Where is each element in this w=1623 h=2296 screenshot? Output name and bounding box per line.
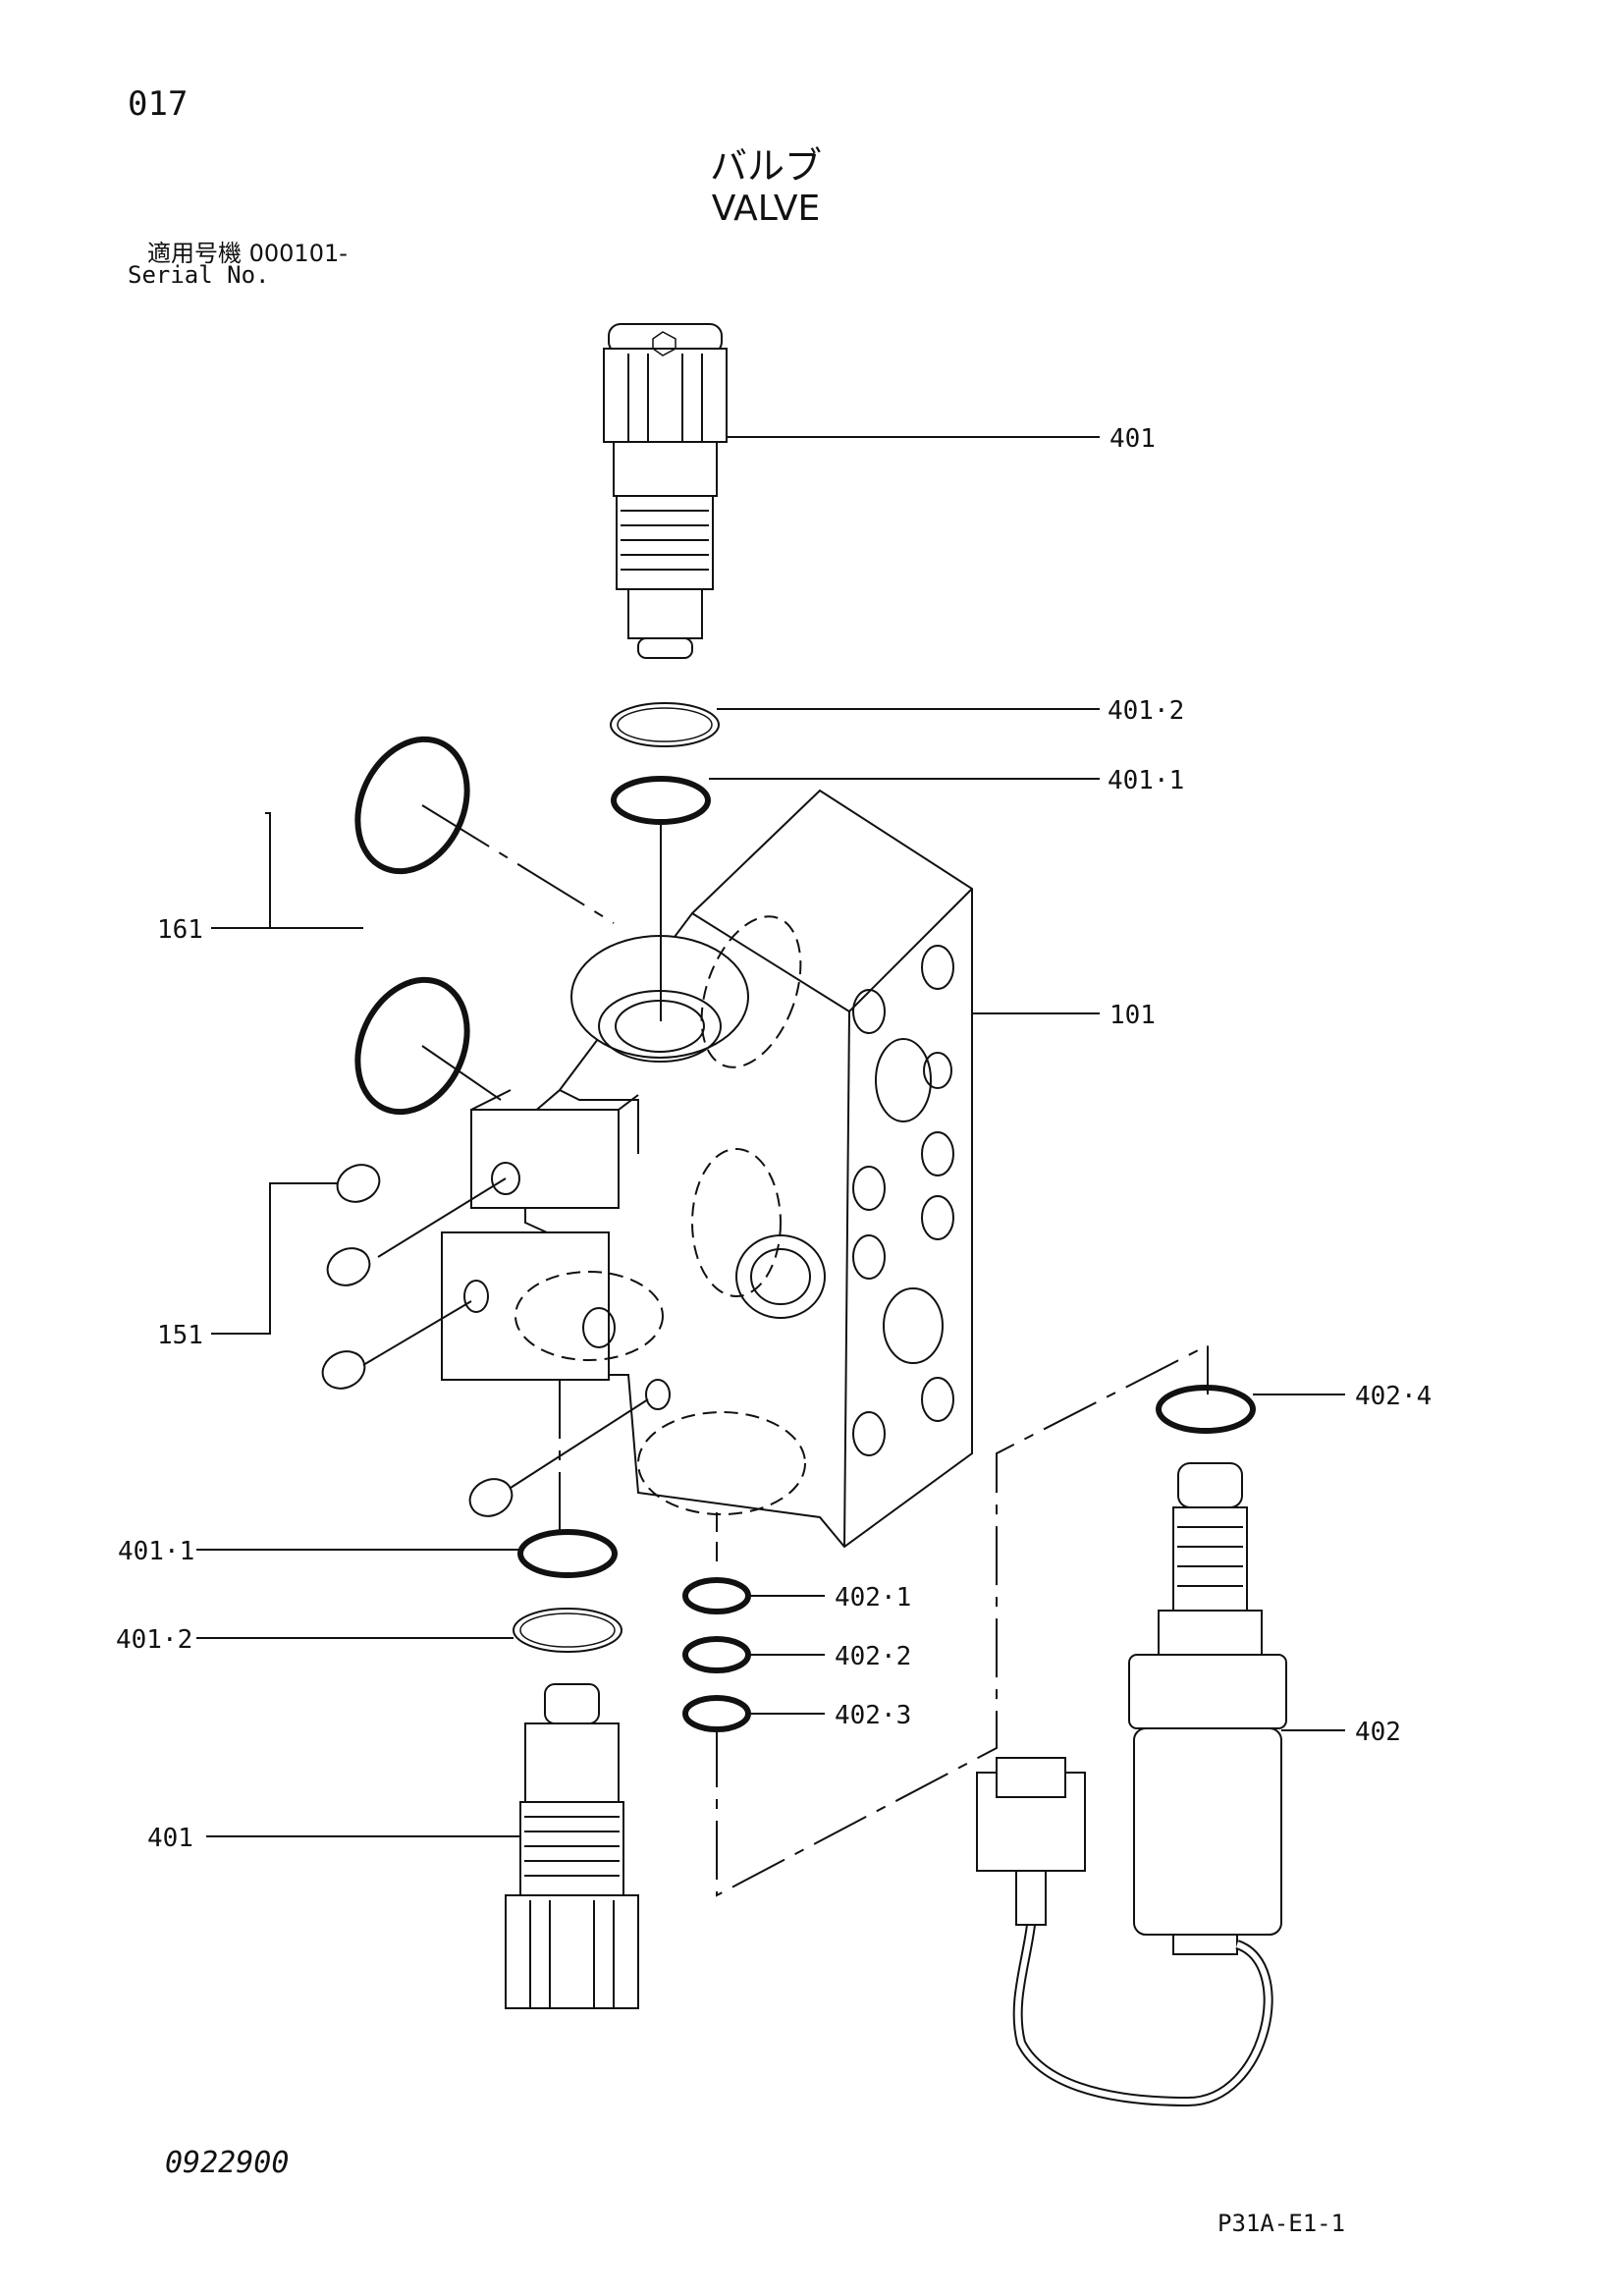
callout-401-2-top: 401·2	[1108, 696, 1184, 726]
relief-valve-bottom	[505, 1683, 639, 2009]
page-title-jp: バルブ	[709, 144, 822, 188]
sheet-code: P31A-E1-1	[1217, 2210, 1346, 2237]
callout-402-1: 402·1	[835, 1583, 911, 1613]
drawing-number: 0922900	[165, 2146, 290, 2180]
page-title: VALVE	[711, 189, 821, 229]
callout-402-2: 402·2	[835, 1642, 911, 1671]
callout-101: 101	[1109, 1001, 1156, 1030]
solenoid-valve	[976, 1462, 1287, 2107]
page-number: 017	[128, 84, 189, 124]
callout-401-2-bottom: 401·2	[116, 1625, 192, 1655]
callout-401-1-bottom: 401·1	[118, 1537, 194, 1566]
callout-402: 402	[1355, 1718, 1401, 1747]
serial-label-jp: 適用号機 000101-	[147, 240, 348, 267]
callout-401-1-top: 401·1	[1108, 766, 1184, 795]
callout-401-top: 401	[1109, 424, 1156, 454]
callout-161: 161	[157, 915, 203, 945]
callout-401-bottom: 401	[147, 1824, 193, 1853]
callout-151: 151	[157, 1321, 203, 1350]
callout-402-4: 402·4	[1355, 1382, 1432, 1411]
valve-body	[441, 789, 973, 1549]
serial-label: Serial No.	[128, 261, 270, 289]
callout-402-3: 402·3	[835, 1701, 911, 1730]
relief-valve-top	[603, 323, 728, 659]
plugs	[321, 1164, 649, 1517]
